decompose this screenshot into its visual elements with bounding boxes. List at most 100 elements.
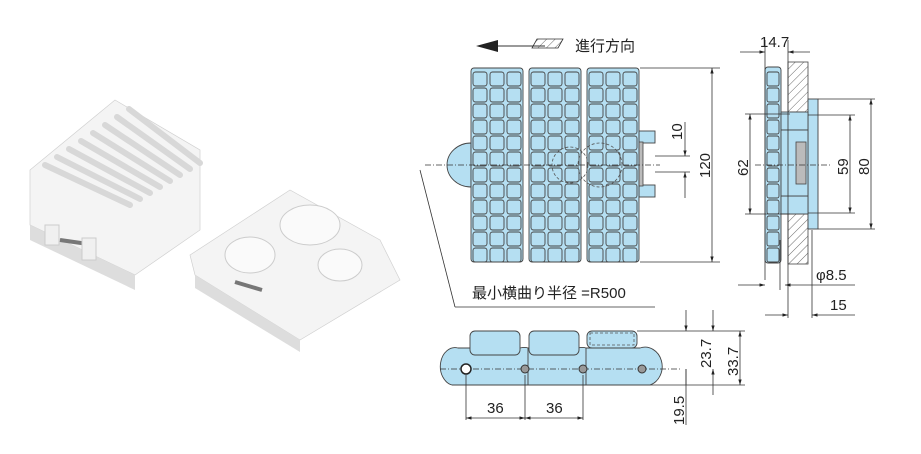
roller: [506, 199, 522, 215]
roller: [564, 183, 580, 199]
roller: [489, 167, 505, 183]
roller: [530, 119, 546, 135]
dim-59: 59: [835, 158, 852, 175]
dim-14-7: 14.7: [760, 34, 789, 51]
roller: [605, 183, 621, 199]
side-view: 14.7 62 59 80 φ8.5 15: [735, 34, 875, 318]
side-roller: [766, 167, 780, 183]
roller: [588, 199, 604, 215]
photo-rib: [54, 154, 143, 202]
roller: [506, 215, 522, 231]
side-roller: [766, 135, 780, 151]
roller: [547, 231, 563, 247]
roller: [547, 183, 563, 199]
roller: [622, 71, 638, 87]
roller: [622, 199, 638, 215]
roller: [622, 247, 638, 263]
bend-radius-label: 最小横曲り半径 =R500: [472, 285, 626, 302]
roller: [530, 87, 546, 103]
side-roller: [766, 151, 780, 167]
roller: [588, 231, 604, 247]
roller: [605, 215, 621, 231]
roller: [564, 135, 580, 151]
roller: [622, 183, 638, 199]
roller: [530, 183, 546, 199]
roller: [588, 119, 604, 135]
dim-120: 120: [697, 153, 714, 178]
roller: [489, 71, 505, 87]
roller: [489, 215, 505, 231]
photo-rib: [66, 146, 153, 196]
roller: [472, 87, 488, 103]
roller: [530, 103, 546, 119]
roller: [547, 103, 563, 119]
photo-rib: [42, 162, 133, 208]
roller: [472, 135, 488, 151]
roller: [622, 167, 638, 183]
top-view: 最小横曲り半径 =R500 120 10: [419, 67, 720, 308]
roller: [622, 151, 638, 167]
roller: [489, 119, 505, 135]
roller: [605, 71, 621, 87]
dim-pin-diameter: φ8.5: [816, 267, 847, 284]
side-roller: [766, 231, 780, 247]
dim-10: 10: [669, 123, 686, 140]
front-view: 36 36 23.7 33.7 19.5: [439, 310, 745, 425]
roller: [472, 183, 488, 199]
roller: [506, 231, 522, 247]
roller: [564, 215, 580, 231]
roller: [506, 71, 522, 87]
roller: [547, 247, 563, 263]
roller: [564, 87, 580, 103]
roller: [605, 119, 621, 135]
side-roller: [766, 199, 780, 215]
roller: [622, 231, 638, 247]
dim-33-7: 33.7: [725, 347, 742, 376]
photo-rib: [90, 130, 173, 184]
roller: [605, 135, 621, 151]
roller: [530, 151, 546, 167]
roller: [588, 215, 604, 231]
roller: [472, 167, 488, 183]
roller: [472, 71, 488, 87]
roller: [489, 151, 505, 167]
roller: [605, 199, 621, 215]
roller: [472, 247, 488, 263]
dim-pitch-2: 36: [546, 400, 563, 417]
roller: [605, 231, 621, 247]
photo-rib: [126, 106, 203, 166]
roller: [472, 103, 488, 119]
roller: [506, 167, 522, 183]
roller: [588, 167, 604, 183]
dim-pitch-1: 36: [487, 400, 504, 417]
roller: [489, 231, 505, 247]
roller: [506, 151, 522, 167]
photo-rib: [102, 122, 183, 178]
side-roller: [766, 103, 780, 119]
product-photo: [29, 99, 401, 352]
roller: [472, 119, 488, 135]
roller: [506, 87, 522, 103]
roller: [472, 199, 488, 215]
dim-80: 80: [856, 158, 873, 175]
dim-19-5: 19.5: [671, 396, 688, 425]
roller: [547, 87, 563, 103]
dim-23-7: 23.7: [698, 339, 715, 368]
roller: [547, 71, 563, 87]
roller: [530, 71, 546, 87]
side-roller: [766, 215, 780, 231]
roller: [489, 87, 505, 103]
roller: [530, 231, 546, 247]
roller: [605, 167, 621, 183]
roller: [530, 167, 546, 183]
roller: [622, 103, 638, 119]
roller: [622, 119, 638, 135]
roller: [506, 247, 522, 263]
roller: [564, 119, 580, 135]
roller: [564, 231, 580, 247]
roller: [588, 71, 604, 87]
roller: [530, 199, 546, 215]
roller: [547, 151, 563, 167]
